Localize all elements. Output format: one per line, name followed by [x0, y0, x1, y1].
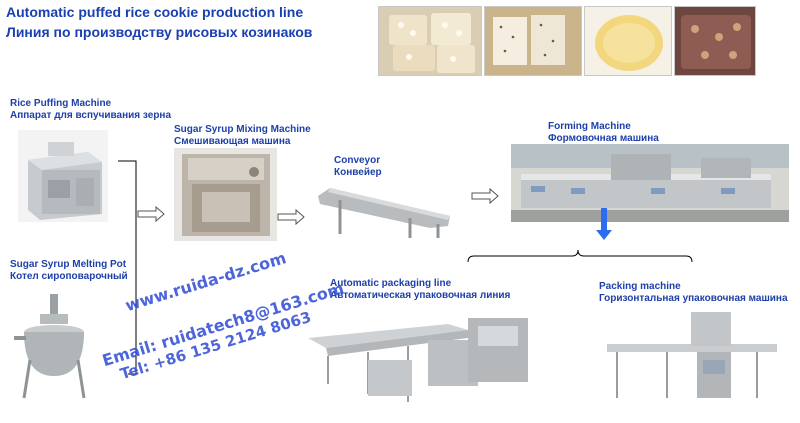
title-english: Automatic puffed rice cookie production … [6, 4, 304, 20]
packing-machine-photo [607, 306, 779, 402]
syrup-mixing-machine-photo [174, 148, 277, 241]
forming-machine-photo [511, 144, 789, 222]
feed-connector-line [118, 160, 137, 375]
sesame-bar-photo [484, 6, 582, 76]
conveyor-photo [310, 178, 455, 240]
dark-nut-bar-photo [674, 6, 756, 76]
automatic-packaging-line-photo [308, 304, 534, 416]
arrow-to-forming-icon [471, 187, 499, 205]
round-rice-cracker-photo [584, 6, 672, 76]
arrow-to-conveyor-icon [277, 208, 305, 226]
puffed-rice-cake-photo [378, 6, 482, 76]
output-bracket [467, 249, 693, 263]
down-arrow-icon [596, 208, 612, 240]
syrup-melting-pot-photo [14, 290, 96, 402]
arrow-to-mixer-icon [137, 205, 165, 223]
rice-puffing-machine-photo [18, 130, 108, 222]
title-russian: Линия по производству рисовых козинаков [6, 24, 313, 40]
